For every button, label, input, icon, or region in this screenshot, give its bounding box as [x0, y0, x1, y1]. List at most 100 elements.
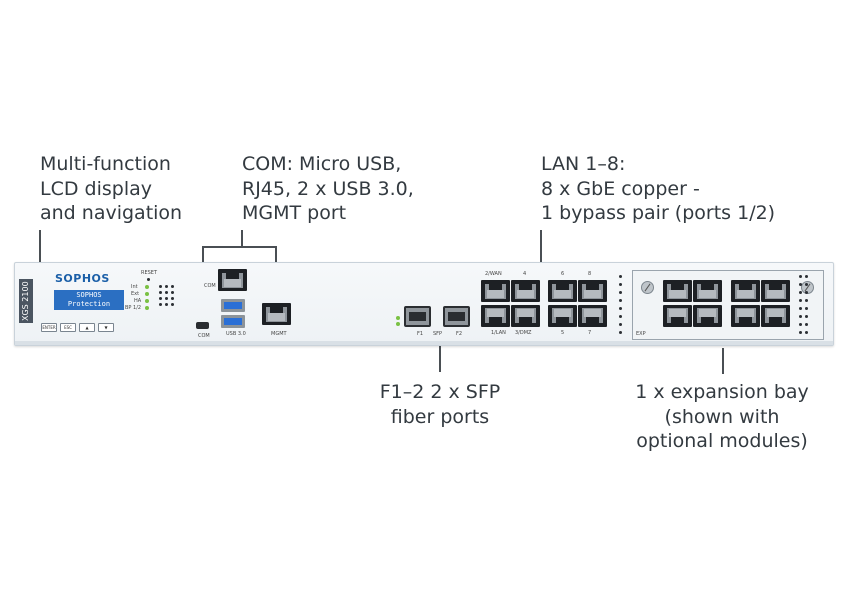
- vent-hole: [159, 285, 162, 288]
- expansion-bay: EXP: [632, 270, 824, 340]
- led-ha-indicator: [145, 299, 149, 303]
- vent-hole: [799, 291, 802, 294]
- vent-hole: [805, 299, 808, 302]
- rj45-port: [578, 280, 607, 302]
- vent-hole: [165, 303, 168, 306]
- vent-hole: [159, 297, 162, 300]
- rj45-port: [481, 305, 510, 327]
- led-label-bp: BP 1/2: [125, 305, 142, 311]
- vent-hole: [171, 297, 174, 300]
- lan-label-bottom: 7: [588, 330, 592, 336]
- callout-bay-line: 1 x expansion bay: [635, 381, 809, 403]
- esc-button[interactable]: ESC: [60, 323, 76, 332]
- vent-hole: [805, 323, 808, 326]
- vent-hole: [619, 323, 622, 326]
- vent-hole: [799, 331, 802, 334]
- lan-label-top: 4: [523, 271, 527, 277]
- vent-hole: [165, 291, 168, 294]
- lan-label-top: 8: [588, 271, 592, 277]
- callout-com-line: RJ45, 2 x USB 3.0,: [242, 177, 414, 200]
- sfp-f1-label: F1: [417, 331, 424, 337]
- brand-logo: SOPHOS: [55, 272, 110, 285]
- sfp-link-led: [396, 322, 400, 326]
- vent-hole: [805, 275, 808, 278]
- vent-hole: [799, 299, 802, 302]
- vent-hole: [799, 315, 802, 318]
- callout-lcd-line: Multi-function: [40, 153, 171, 175]
- sfp-f2-label: F2: [456, 331, 463, 337]
- callout-lan-line: LAN 1–8:: [541, 153, 626, 175]
- sfp-port-f1: [404, 306, 431, 327]
- vent-hole: [159, 303, 162, 306]
- callout-bay: 1 x expansion bay (shown with optional m…: [612, 380, 832, 454]
- appliance-front-panel: XGS 2100 SOPHOS SOPHOS Protection ENTER …: [14, 262, 834, 346]
- callout-lcd-line: LCD display: [40, 177, 152, 200]
- leader-com-horizontal: [202, 246, 277, 248]
- sfp-link-led: [396, 316, 400, 320]
- led-int-indicator: [145, 285, 149, 289]
- leader-lcd: [39, 230, 41, 286]
- vent-hole: [799, 283, 802, 286]
- callout-bay-line: (shown with: [664, 405, 780, 428]
- vent-hole: [805, 291, 808, 294]
- thumb-screw-left[interactable]: [641, 281, 654, 294]
- callout-sfp-line: F1–2 2 x SFP: [379, 381, 501, 403]
- sfp-port-f2: [443, 306, 470, 327]
- micro-usb-port: [196, 322, 209, 329]
- lan-label-bottom: 3/DMZ: [515, 330, 532, 336]
- vent-hole: [805, 283, 808, 286]
- usb-port-1: [221, 299, 245, 312]
- vent-hole: [805, 331, 808, 334]
- micro-usb-label: COM: [198, 333, 210, 339]
- callout-lan-line: 8 x GbE copper -: [541, 177, 700, 200]
- callout-sfp-line: fiber ports: [390, 405, 490, 428]
- sfp-mid-label: SFP: [433, 331, 443, 337]
- down-button[interactable]: ▼: [98, 323, 114, 332]
- led-label-ext: Ext: [131, 291, 140, 297]
- callout-lan-line: 1 bypass pair (ports 1/2): [541, 202, 776, 224]
- vent-hole: [619, 331, 622, 334]
- rj45-port: [731, 280, 760, 302]
- lan-label-top: 6: [561, 271, 565, 277]
- up-button[interactable]: ▲: [79, 323, 95, 332]
- callout-lcd-line: and navigation: [40, 202, 183, 224]
- lan-label-bottom: 5: [561, 330, 565, 336]
- callout-lcd: Multi-function LCD display and navigatio…: [40, 152, 182, 226]
- lcd-line: Protection: [67, 300, 111, 308]
- vent-hole: [171, 285, 174, 288]
- vent-hole: [171, 291, 174, 294]
- reset-label: RESET: [141, 270, 158, 276]
- rj45-port: [693, 280, 722, 302]
- vent-hole: [619, 291, 622, 294]
- callout-lan: LAN 1–8: 8 x GbE copper - 1 bypass pair …: [541, 152, 775, 226]
- vent-hole: [799, 275, 802, 278]
- model-label: XGS 2100: [19, 279, 33, 323]
- led-label-ha: HA: [134, 298, 142, 304]
- vent-hole: [799, 307, 802, 310]
- mgmt-port-label: MGMT: [271, 331, 287, 337]
- vent-hole: [159, 291, 162, 294]
- usb-port-label: USB 3.0: [226, 331, 246, 337]
- rj45-port: [731, 305, 760, 327]
- vent-hole: [805, 315, 808, 318]
- mgmt-rj45-port: [262, 303, 291, 325]
- enter-button[interactable]: ENTER: [41, 323, 57, 332]
- lan-label-top: 2/WAN: [485, 271, 502, 277]
- reset-pinhole[interactable]: [147, 278, 150, 281]
- leader-bay: [722, 348, 724, 374]
- rj45-port: [511, 305, 540, 327]
- rj45-port: [663, 280, 692, 302]
- rj45-port: [693, 305, 722, 327]
- callout-com-line: COM: Micro USB,: [242, 153, 402, 175]
- vent-hole: [165, 297, 168, 300]
- callout-bay-line: optional modules): [636, 430, 808, 452]
- leader-com-vertical: [241, 230, 243, 247]
- callout-sfp: F1–2 2 x SFP fiber ports: [352, 380, 528, 429]
- vent-hole: [619, 283, 622, 286]
- vent-hole: [619, 275, 622, 278]
- vent-hole: [805, 307, 808, 310]
- lcd-display: SOPHOS Protection: [54, 290, 124, 310]
- leader-sfp: [439, 340, 441, 372]
- leader-lan: [540, 230, 542, 266]
- lan-label-bottom: 1/LAN: [491, 330, 506, 336]
